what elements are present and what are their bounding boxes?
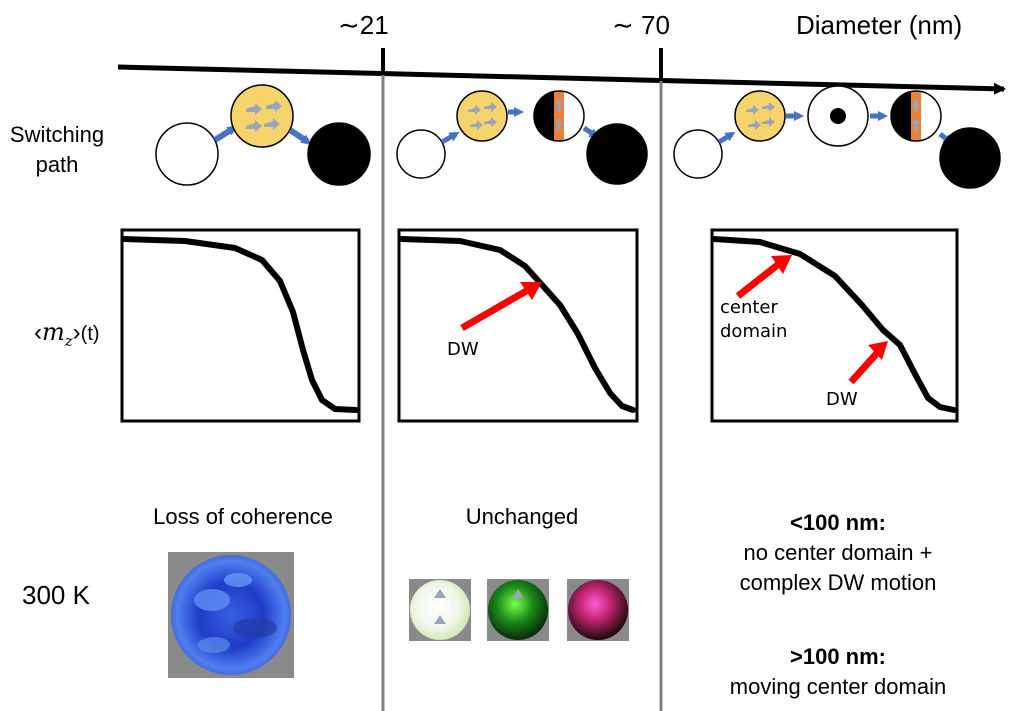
flow-arrow-icon <box>213 125 238 143</box>
dw-label-large: DW <box>826 389 858 410</box>
spin-arrow-icon <box>746 102 775 130</box>
center-domain-label-line: center <box>720 297 778 318</box>
state-up <box>155 122 219 186</box>
state-down <box>307 122 371 186</box>
diameter-axis <box>117 64 1006 95</box>
note-title: <100 nm: <box>790 510 886 535</box>
note-line: moving center domain <box>729 674 947 699</box>
mz-subscript: z <box>64 331 73 350</box>
description-small: Loss of coherence <box>153 504 333 529</box>
mz-suffix: (t) <box>80 323 100 345</box>
row-label-temperature: 300 K <box>22 580 90 610</box>
mz-curve <box>711 236 957 413</box>
mz-symbol: m <box>42 318 65 346</box>
description-medium: Unchanged <box>465 504 579 529</box>
note-below-100nm: <100 nm: no center domain + complex DW m… <box>668 508 1008 598</box>
annotation-arrow-icon <box>735 255 792 299</box>
note-line: complex DW motion <box>739 570 937 595</box>
center-domain-label-line: domain <box>720 321 788 342</box>
tick-label-21nm: ∼21 <box>338 10 389 40</box>
annotation-arrow-icon <box>460 282 542 332</box>
mz-plot-small <box>120 228 361 423</box>
mz-plot-medium <box>397 228 639 423</box>
snapshot-medium-2 <box>487 579 549 641</box>
state-domain-wall <box>533 90 585 142</box>
flow-arrow-icon <box>440 131 460 145</box>
tick-label-70nm: ∼ 70 <box>612 10 670 40</box>
note-line: no center domain + <box>743 540 933 565</box>
axis-title: Diameter (nm) <box>796 10 963 40</box>
center-domain-label: center domain <box>720 296 787 344</box>
spin-arrow-icon <box>246 100 282 132</box>
note-above-100nm: >100 nm: moving center domain <box>668 642 1008 702</box>
row-label-switching-path: Switching path <box>2 120 112 180</box>
state-down <box>586 123 648 185</box>
row-label-mz: ‹mz›(t) <box>34 318 100 350</box>
state-coherent-rotation <box>230 84 294 148</box>
spin-arrow-icon <box>468 102 497 130</box>
state-up <box>673 129 723 179</box>
dw-label-medium: DW <box>447 339 479 360</box>
mz-curve <box>398 236 636 413</box>
snapshot-small <box>168 552 294 678</box>
snapshot-medium-1 <box>409 579 471 641</box>
mz-plot-large <box>710 228 959 423</box>
state-coherent-rotation <box>456 90 508 142</box>
state-coherent-rotation <box>734 90 786 142</box>
switching-path-large <box>673 85 1001 189</box>
state-down <box>939 127 1001 189</box>
switching-path-small <box>155 84 371 186</box>
annotation-arrow-icon <box>848 341 888 385</box>
row-label-line: path <box>35 152 79 177</box>
state-center-domain <box>807 85 869 147</box>
note-title: >100 nm: <box>790 644 886 669</box>
switching-path-medium <box>396 90 648 185</box>
flow-arrow-icon <box>288 127 312 145</box>
mz-curve <box>121 236 359 413</box>
snapshot-medium-3 <box>567 579 629 641</box>
state-up <box>396 129 446 179</box>
state-domain-wall <box>890 90 942 142</box>
flow-arrow-icon <box>717 131 736 145</box>
row-label-line: Switching <box>9 122 105 147</box>
